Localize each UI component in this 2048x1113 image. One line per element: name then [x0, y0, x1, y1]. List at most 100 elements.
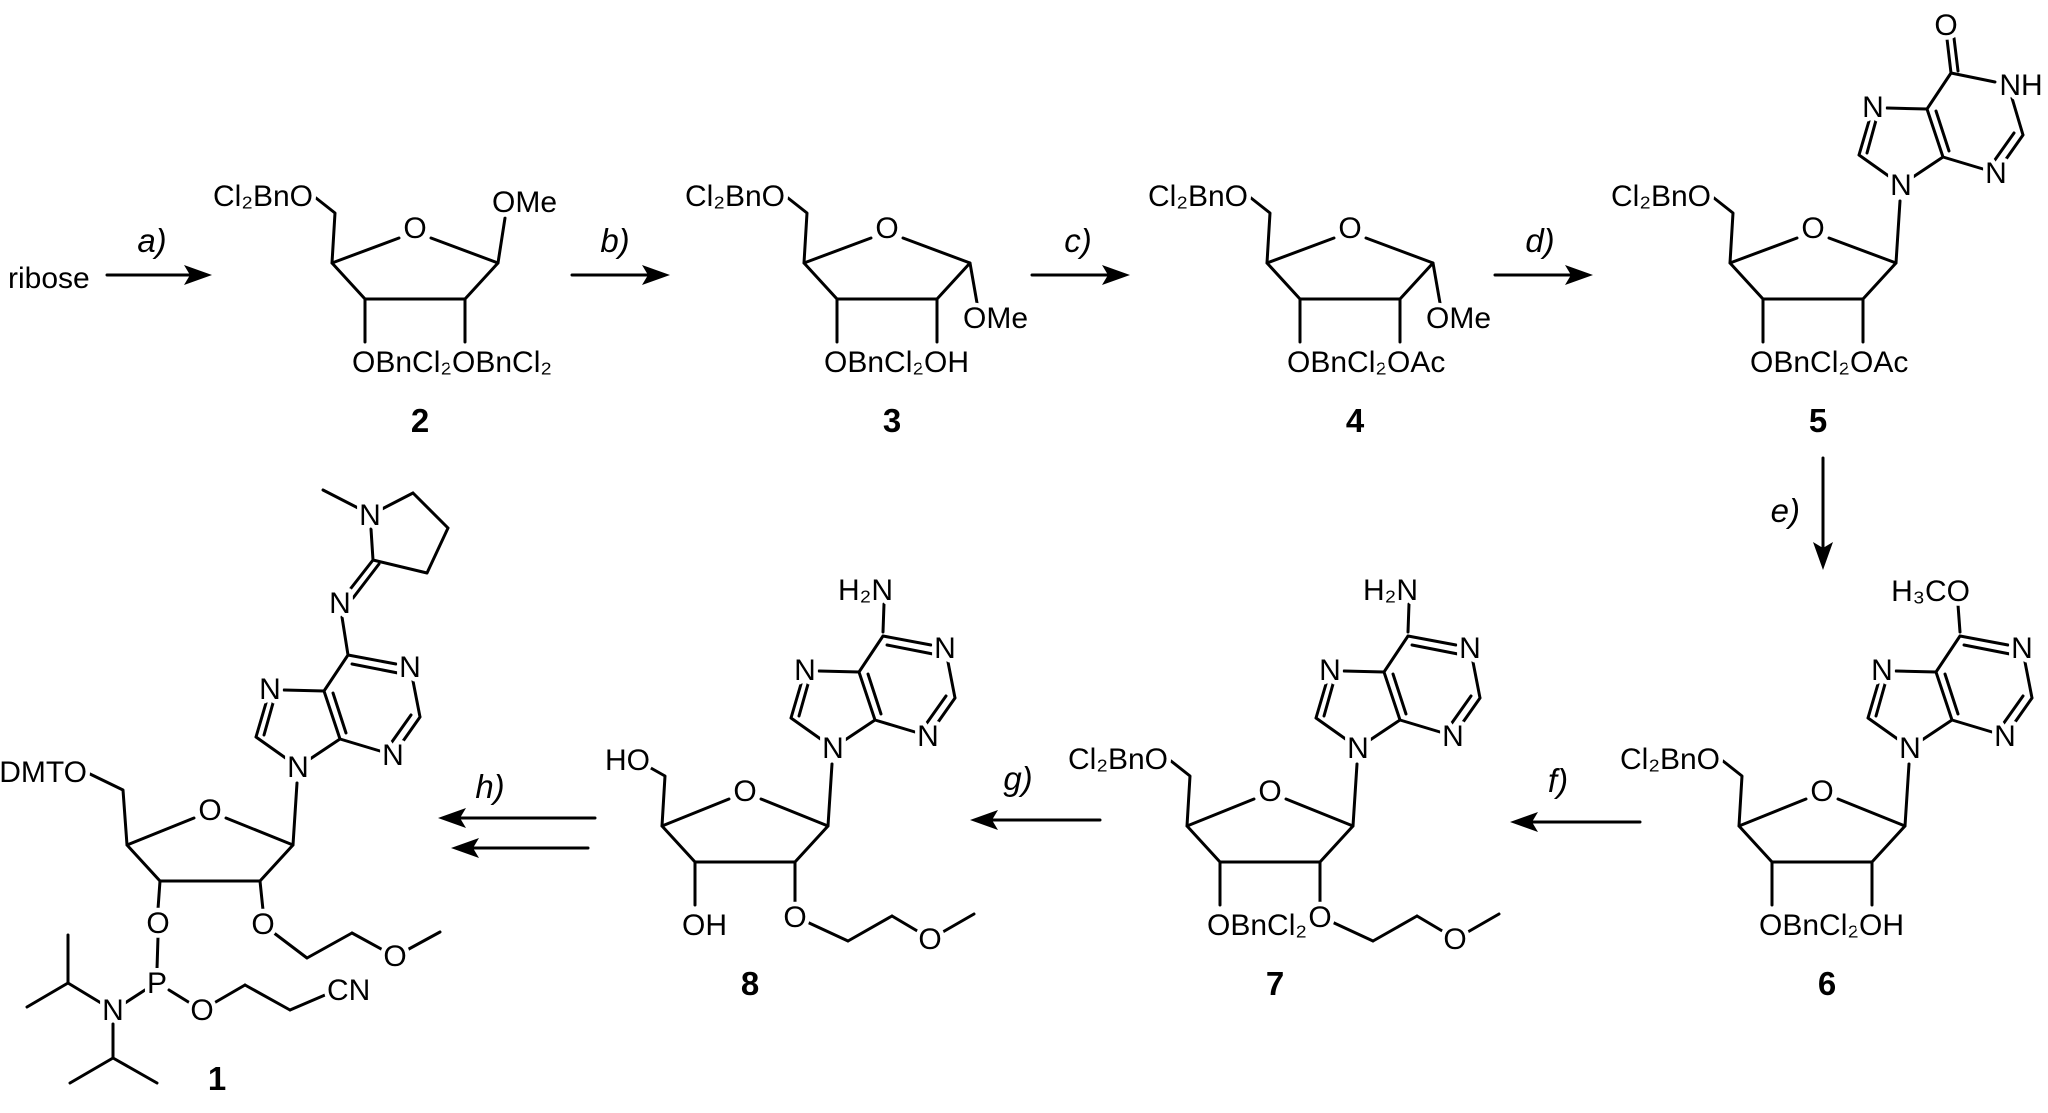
- c7-3prime-label: OBnCl₂: [1207, 909, 1307, 942]
- c7-5prime-label: Cl₂BnO: [1068, 743, 1168, 776]
- compound-2: Cl₂BnO O OMe OBnCl₂ OBnCl₂ 2: [208, 176, 561, 444]
- compound-8: HO O H₂N N N N N OH O O 8: [601, 570, 976, 1007]
- c1-pyrrolidine-nitrogen-label: N: [359, 499, 381, 532]
- arrow-c: c): [1030, 218, 1130, 285]
- arrow-b: b): [570, 218, 670, 285]
- c1-phosphoramidite-bonds: [25, 879, 327, 1085]
- compound-7: Cl₂BnO O H₂N N N N N OBnCl₂ O O 7: [1063, 570, 1501, 1007]
- c6-5prime-label: Cl₂BnO: [1620, 743, 1720, 776]
- c4-number: 4: [1346, 402, 1365, 439]
- c7-moe-oxygen-label: O: [1443, 923, 1466, 956]
- c8-n9-label: N: [822, 732, 844, 765]
- arrow-e: e): [1766, 456, 1833, 570]
- c4-5prime-label: Cl₂BnO: [1148, 180, 1248, 213]
- c5-number: 5: [1809, 402, 1827, 439]
- c6-n7-label: N: [1871, 654, 1893, 687]
- c1-n3-label: N: [382, 739, 404, 772]
- c3-number: 3: [883, 402, 901, 439]
- c2-5prime-label: Cl₂BnO: [213, 180, 313, 213]
- c1-nitrile-label: CN: [327, 974, 370, 1007]
- step-g-label: g): [1003, 760, 1032, 797]
- c4-3prime-label: OBnCl₂: [1287, 346, 1387, 379]
- c2-bonds: [314, 196, 507, 344]
- c7-n9-label: N: [1347, 732, 1369, 765]
- c8-ring-oxygen-label: O: [733, 775, 756, 808]
- c3-3prime-label: OBnCl₂: [824, 346, 924, 379]
- c5-2prime-label: OAc: [1850, 346, 1908, 379]
- c5-ring-oxygen-label: O: [1801, 212, 1824, 245]
- c1-base-bonds: [254, 615, 422, 761]
- c1-3prime-oxygen-label: O: [146, 907, 169, 940]
- c1-dmt-label: DMTO: [0, 756, 87, 789]
- c6-n3-label: N: [1994, 720, 2016, 753]
- c5-sugar-bonds: [1712, 196, 1902, 344]
- arrow-d: d): [1493, 218, 1593, 285]
- c1-amidine-exo-nitrogen-label: N: [329, 587, 351, 620]
- c7-base-bonds: [1314, 602, 1482, 742]
- c1-ring-oxygen-label: O: [198, 794, 221, 827]
- c1-number: 1: [208, 1060, 226, 1097]
- c1-sugar-bonds: [88, 772, 299, 883]
- arrow-h: h): [438, 764, 597, 858]
- c6-n9-label: N: [1899, 732, 1921, 765]
- arrow-f: f): [1510, 758, 1642, 832]
- compound-5: Cl₂BnO O N N O NH N OBnCl₂ OAc 5: [1606, 5, 2047, 444]
- arrow-a: a): [105, 218, 212, 285]
- c7-sugar-bonds: [1169, 759, 1359, 907]
- c6-3prime-label: OBnCl₂: [1759, 909, 1859, 942]
- step-b-label: b): [600, 222, 629, 259]
- step-h-label: h): [475, 768, 504, 805]
- c1-cyanoethyl-oxygen-label: O: [190, 994, 213, 1027]
- c6-n1-label: N: [2011, 632, 2033, 665]
- start-material-label: ribose: [8, 262, 90, 295]
- c8-2prime-oxygen-label: O: [783, 901, 806, 934]
- c8-moe-oxygen-label: O: [918, 923, 941, 956]
- c1-phosphorus-label: P: [147, 967, 167, 1000]
- step-f-label: f): [1548, 762, 1568, 799]
- c4-2prime-label: OAc: [1387, 346, 1445, 379]
- step-a-label: a): [137, 222, 166, 259]
- c5-carbonyl-oxygen-label: O: [1934, 9, 1957, 42]
- compound-6: Cl₂BnO O H₃CO N N N N OBnCl₂ OH 6: [1615, 571, 2037, 1007]
- c8-n1-label: N: [934, 632, 956, 665]
- c5-3prime-label: OBnCl₂: [1750, 346, 1850, 379]
- c3-5prime-label: Cl₂BnO: [685, 180, 785, 213]
- c1-n1-label: N: [399, 651, 421, 684]
- compound-4: Cl₂BnO O OMe OBnCl₂ OAc 4: [1143, 176, 1495, 444]
- c3-2prime-label: OH: [924, 346, 969, 379]
- c2-number: 2: [411, 402, 429, 439]
- c8-moe-chain-bonds: [805, 912, 976, 943]
- c8-double-bonds: [797, 643, 948, 729]
- c8-3prime-label: OH: [682, 909, 727, 942]
- c5-n9-label: N: [1890, 169, 1912, 202]
- c1-base-double-bonds: [262, 662, 413, 748]
- c8-amino-label: H₂N: [838, 574, 893, 607]
- c6-methoxy-label: H₃CO: [1891, 575, 1970, 608]
- c7-moe-chain-bonds: [1330, 912, 1501, 943]
- arrow-g: g): [970, 756, 1102, 830]
- c5-n7-label: N: [1862, 91, 1884, 124]
- c7-n1-label: N: [1459, 632, 1481, 665]
- c1-moe-oxygen-label: O: [383, 940, 406, 973]
- c7-amino-label: H₂N: [1363, 574, 1418, 607]
- c6-number: 6: [1818, 965, 1836, 1002]
- c1-n7-label: N: [259, 673, 281, 706]
- c5-base-bonds: [1857, 37, 2025, 179]
- c7-2prime-oxygen-label: O: [1308, 901, 1331, 934]
- c4-anomeric-label: OMe: [1426, 302, 1491, 335]
- c4-bonds: [1249, 196, 1442, 344]
- c6-ring-oxygen-label: O: [1810, 775, 1833, 808]
- compound-1: DMTO O N N N N N N O P N O CN O O 1: [0, 488, 450, 1102]
- c3-ring-oxygen-label: O: [875, 212, 898, 245]
- c3-anomeric-label: OMe: [963, 302, 1028, 335]
- c1-n9-label: N: [287, 751, 309, 784]
- c8-5prime-label: HO: [605, 744, 650, 777]
- c6-sugar-bonds: [1721, 759, 1911, 907]
- c1-amidine-double-bond: [351, 562, 381, 600]
- c5-double-bonds: [1865, 36, 2016, 166]
- c7-number: 7: [1266, 965, 1284, 1002]
- c8-base-bonds: [789, 602, 957, 742]
- c7-ring-oxygen-label: O: [1258, 775, 1281, 808]
